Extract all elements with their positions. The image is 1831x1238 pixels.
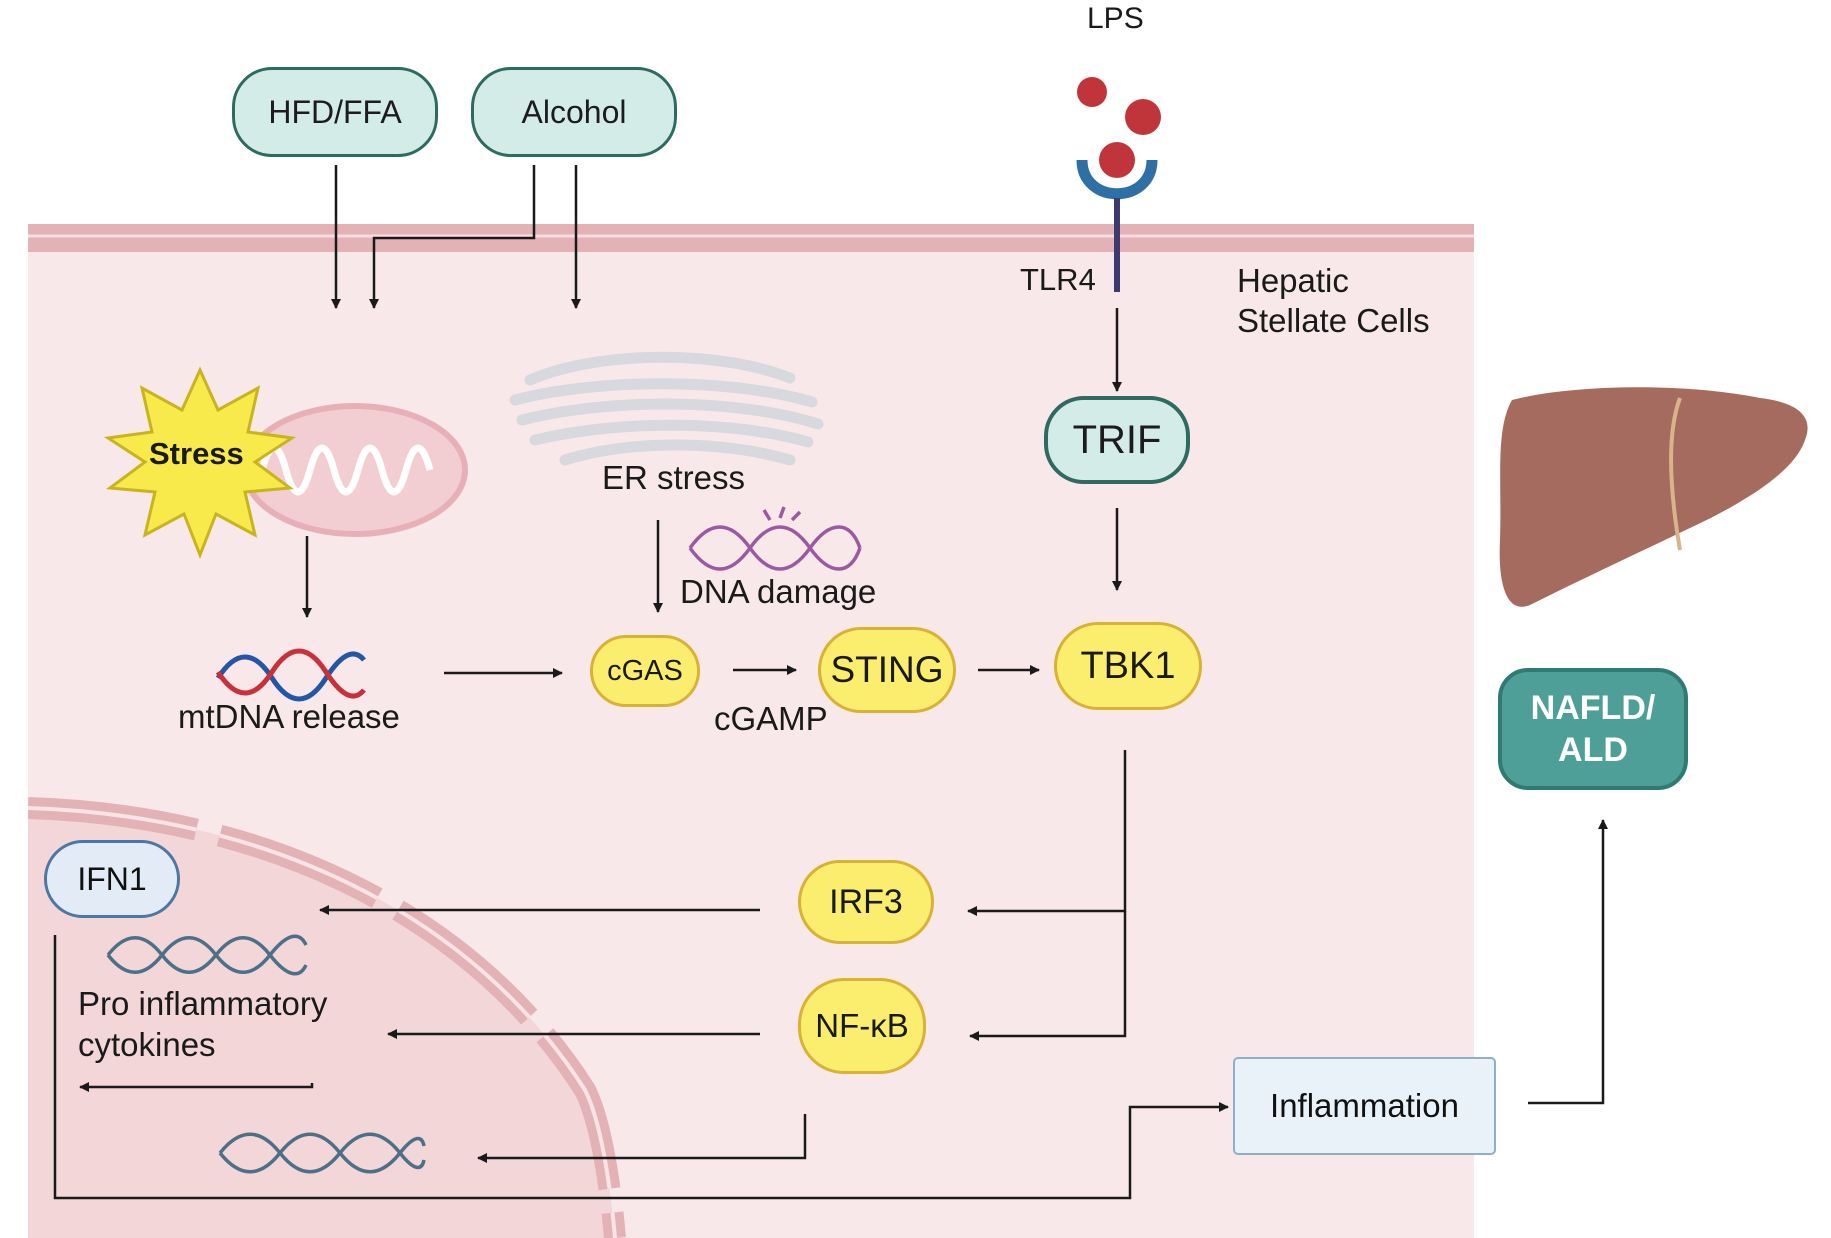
mitochondrion-icon <box>242 403 468 537</box>
liver-icon <box>1499 387 1808 607</box>
disease-line2: ALD <box>1558 731 1628 769</box>
er-stress-label: ER stress <box>602 459 746 496</box>
disease-node: NAFLD/ ALD <box>1498 668 1688 790</box>
arrows <box>53 165 1608 1200</box>
pro-inflammatory-line2: cytokines <box>78 1026 216 1063</box>
er-icon <box>509 351 824 466</box>
stress-burst-icon <box>103 366 297 560</box>
trif-node: TRIF <box>1044 396 1190 484</box>
cell-name-line2: Stellate Cells <box>1237 302 1430 339</box>
disease-line1: NAFLD/ <box>1530 688 1656 727</box>
dna-damage-label: DNA damage <box>680 573 877 610</box>
irf3-node: IRF3 <box>798 860 934 944</box>
lps-label: LPS <box>1087 2 1144 35</box>
cell-membrane <box>28 224 1474 252</box>
alcohol-box: Alcohol <box>471 67 677 157</box>
sting-node: STING <box>818 627 956 713</box>
tbk1-node: TBK1 <box>1054 622 1202 710</box>
pro-inflammatory-line1: Pro inflammatory <box>78 985 328 1022</box>
stress-label: Stress <box>149 436 244 471</box>
hfd-ffa-box: HFD/FFA <box>232 67 438 157</box>
ifn1-node: IFN1 <box>44 840 180 918</box>
dna-damage-icon <box>688 506 862 571</box>
lps-particles <box>1077 77 1161 178</box>
dna-helix-icon <box>106 934 308 976</box>
nucleus <box>28 797 626 1238</box>
dna-helix-icon <box>218 1132 426 1174</box>
mtdna-release-label: mtDNA release <box>178 698 400 735</box>
inflammation-box: Inflammation <box>1233 1057 1496 1155</box>
mtdna-helix-icon <box>215 648 366 702</box>
cgas-node: cGAS <box>590 635 700 707</box>
nfkb-node: NF-κB <box>798 978 926 1074</box>
tlr4-label: TLR4 <box>1020 262 1096 297</box>
cgamp-label: cGAMP <box>714 700 828 737</box>
cell-name-line1: Hepatic <box>1237 262 1349 299</box>
tlr4-receptor <box>1076 159 1158 292</box>
